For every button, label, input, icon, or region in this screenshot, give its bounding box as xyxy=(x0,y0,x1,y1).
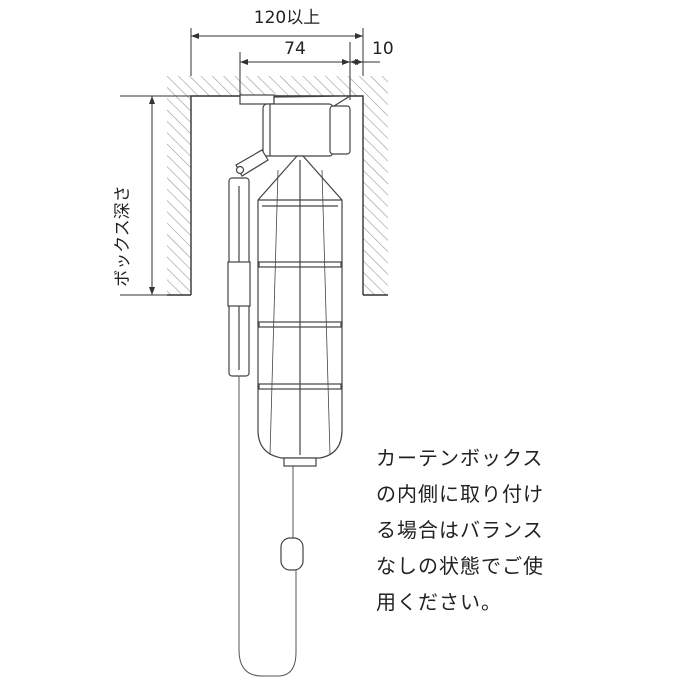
blind-stack xyxy=(257,155,343,467)
pull-cord xyxy=(238,376,297,677)
head-rail xyxy=(239,94,353,157)
installation-note: カーテンボックス の内側に取り付け る場合はバランス なしの状態でご使 用くださ… xyxy=(376,440,576,620)
dimension-clearance-label: 10 xyxy=(372,39,394,59)
slat xyxy=(258,261,342,268)
curtain-box-inner-outline xyxy=(190,95,364,295)
dimension-outer-width xyxy=(190,28,364,76)
dimension-box-depth-label: ボックス深さ xyxy=(113,185,133,287)
dimension-inner-width xyxy=(239,42,351,100)
curtain-box-top-wall xyxy=(167,76,388,96)
bottom-rail xyxy=(283,457,317,467)
curtain-box xyxy=(167,76,388,296)
note-line: る場合はバランス xyxy=(376,518,544,542)
cord-weight[interactable] xyxy=(280,537,304,571)
dimension-box-depth xyxy=(120,95,191,296)
note-line: なしの状態でご使 xyxy=(376,554,544,578)
dimension-clearance xyxy=(340,59,380,65)
dimension-inner-width-label: 74 xyxy=(284,39,306,59)
note-line: 用ください。 xyxy=(376,590,502,614)
dimension-outer-width-label: 120以上 xyxy=(254,8,320,28)
mounting-bracket xyxy=(239,94,275,105)
curtain-box-left-wall xyxy=(167,76,191,295)
note-line: カーテンボックス xyxy=(376,446,544,470)
tilt-mechanism xyxy=(227,149,269,377)
slat xyxy=(258,383,342,390)
note-line: の内側に取り付け xyxy=(376,482,544,506)
head-box xyxy=(262,103,334,157)
slat xyxy=(258,321,342,328)
curtain-box-right-wall xyxy=(363,76,388,295)
